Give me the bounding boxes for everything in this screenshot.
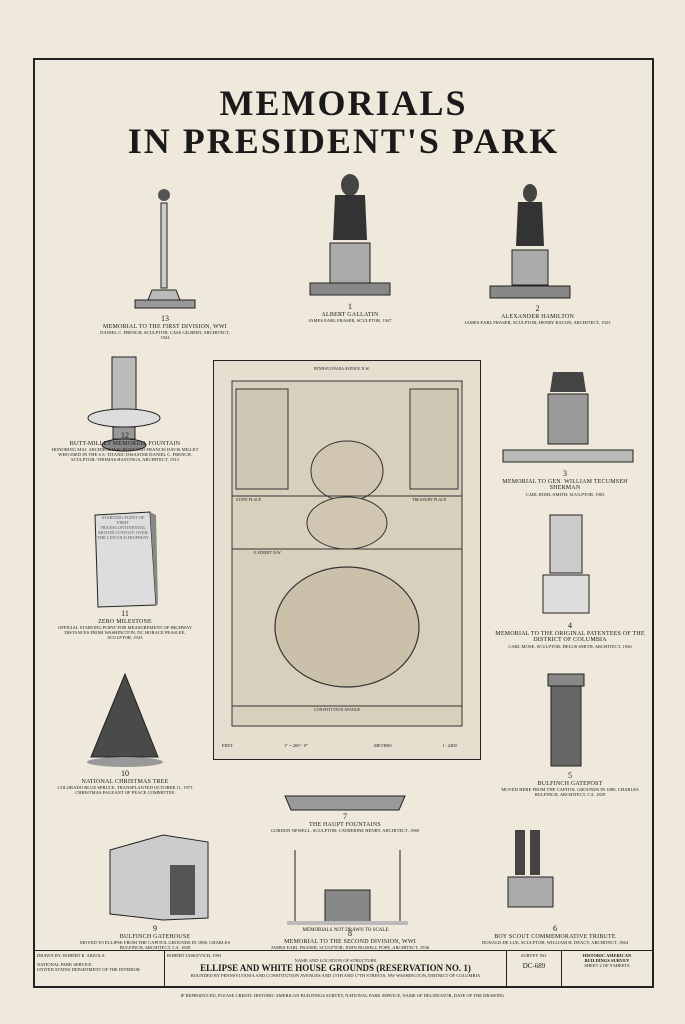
boy-scout-tribute-illustration [507, 830, 554, 908]
scale-ratio-metric: 1 : 2400 [442, 743, 457, 748]
structure-cell: ROBERT JASKEVICH, 1993 NAME AND LOCATION… [165, 951, 507, 986]
title-line-2: IN PRESIDENT'S PARK [127, 121, 560, 161]
haupt-fountains-illustration [284, 795, 406, 811]
hamilton-statue-illustration [489, 184, 571, 299]
street-e-street: E STREET N.W. [254, 550, 282, 555]
footer-credit: IF REPRODUCED, PLEASE CREDIT: HISTORIC A… [180, 993, 505, 998]
milestone-inscription: STARTING POINT OF FIRST TRANSCONTINENTAL… [97, 515, 149, 540]
scale-meters: METERS [374, 743, 392, 748]
site-map-drawing [231, 380, 463, 727]
habs-cell: HISTORIC AMERICAN BUILDINGS SURVEY SHEET… [582, 953, 632, 968]
zero-milestone-illustration [94, 511, 158, 608]
delineator-cell: DRAWN BY: ROBERT R. ARZOLA NATIONAL PARK… [35, 951, 165, 986]
christmas-tree-illustration [87, 672, 163, 767]
site-map: PENNSYLVANIA AVENUE N.W. STATE PLACE TRE… [213, 360, 481, 760]
bulfinch-gatehouse-illustration [109, 834, 209, 921]
patentees-memorial-illustration [542, 514, 590, 614]
scale-ratio: 1" = 200' - 0" [284, 743, 309, 748]
title-line-1: MEMORIALS [219, 83, 468, 123]
scale-feet: FEET [222, 743, 233, 748]
second-division-memorial-illustration [287, 850, 408, 925]
not-to-scale-note: MEMORIALS NOT DRAWN TO SCALE [302, 928, 389, 933]
butt-millet-fountain-illustration [87, 356, 161, 452]
street-pennsylvania: PENNSYLVANIA AVENUE N.W. [314, 366, 370, 371]
survey-cell: SURVEY NO. DC-689 [507, 951, 562, 986]
street-constitution: CONSTITUTION AVENUE [314, 707, 361, 712]
street-treasury-place: TREASURY PLACE [412, 497, 447, 502]
street-state-place: STATE PLACE [236, 497, 262, 502]
bulfinch-gatepost-illustration [547, 673, 585, 767]
title-block: DRAWN BY: ROBERT R. ARZOLA NATIONAL PARK… [35, 950, 652, 986]
gallatin-statue-illustration [309, 174, 391, 296]
sherman-memorial-illustration [502, 372, 634, 463]
first-division-column-illustration [134, 189, 196, 309]
